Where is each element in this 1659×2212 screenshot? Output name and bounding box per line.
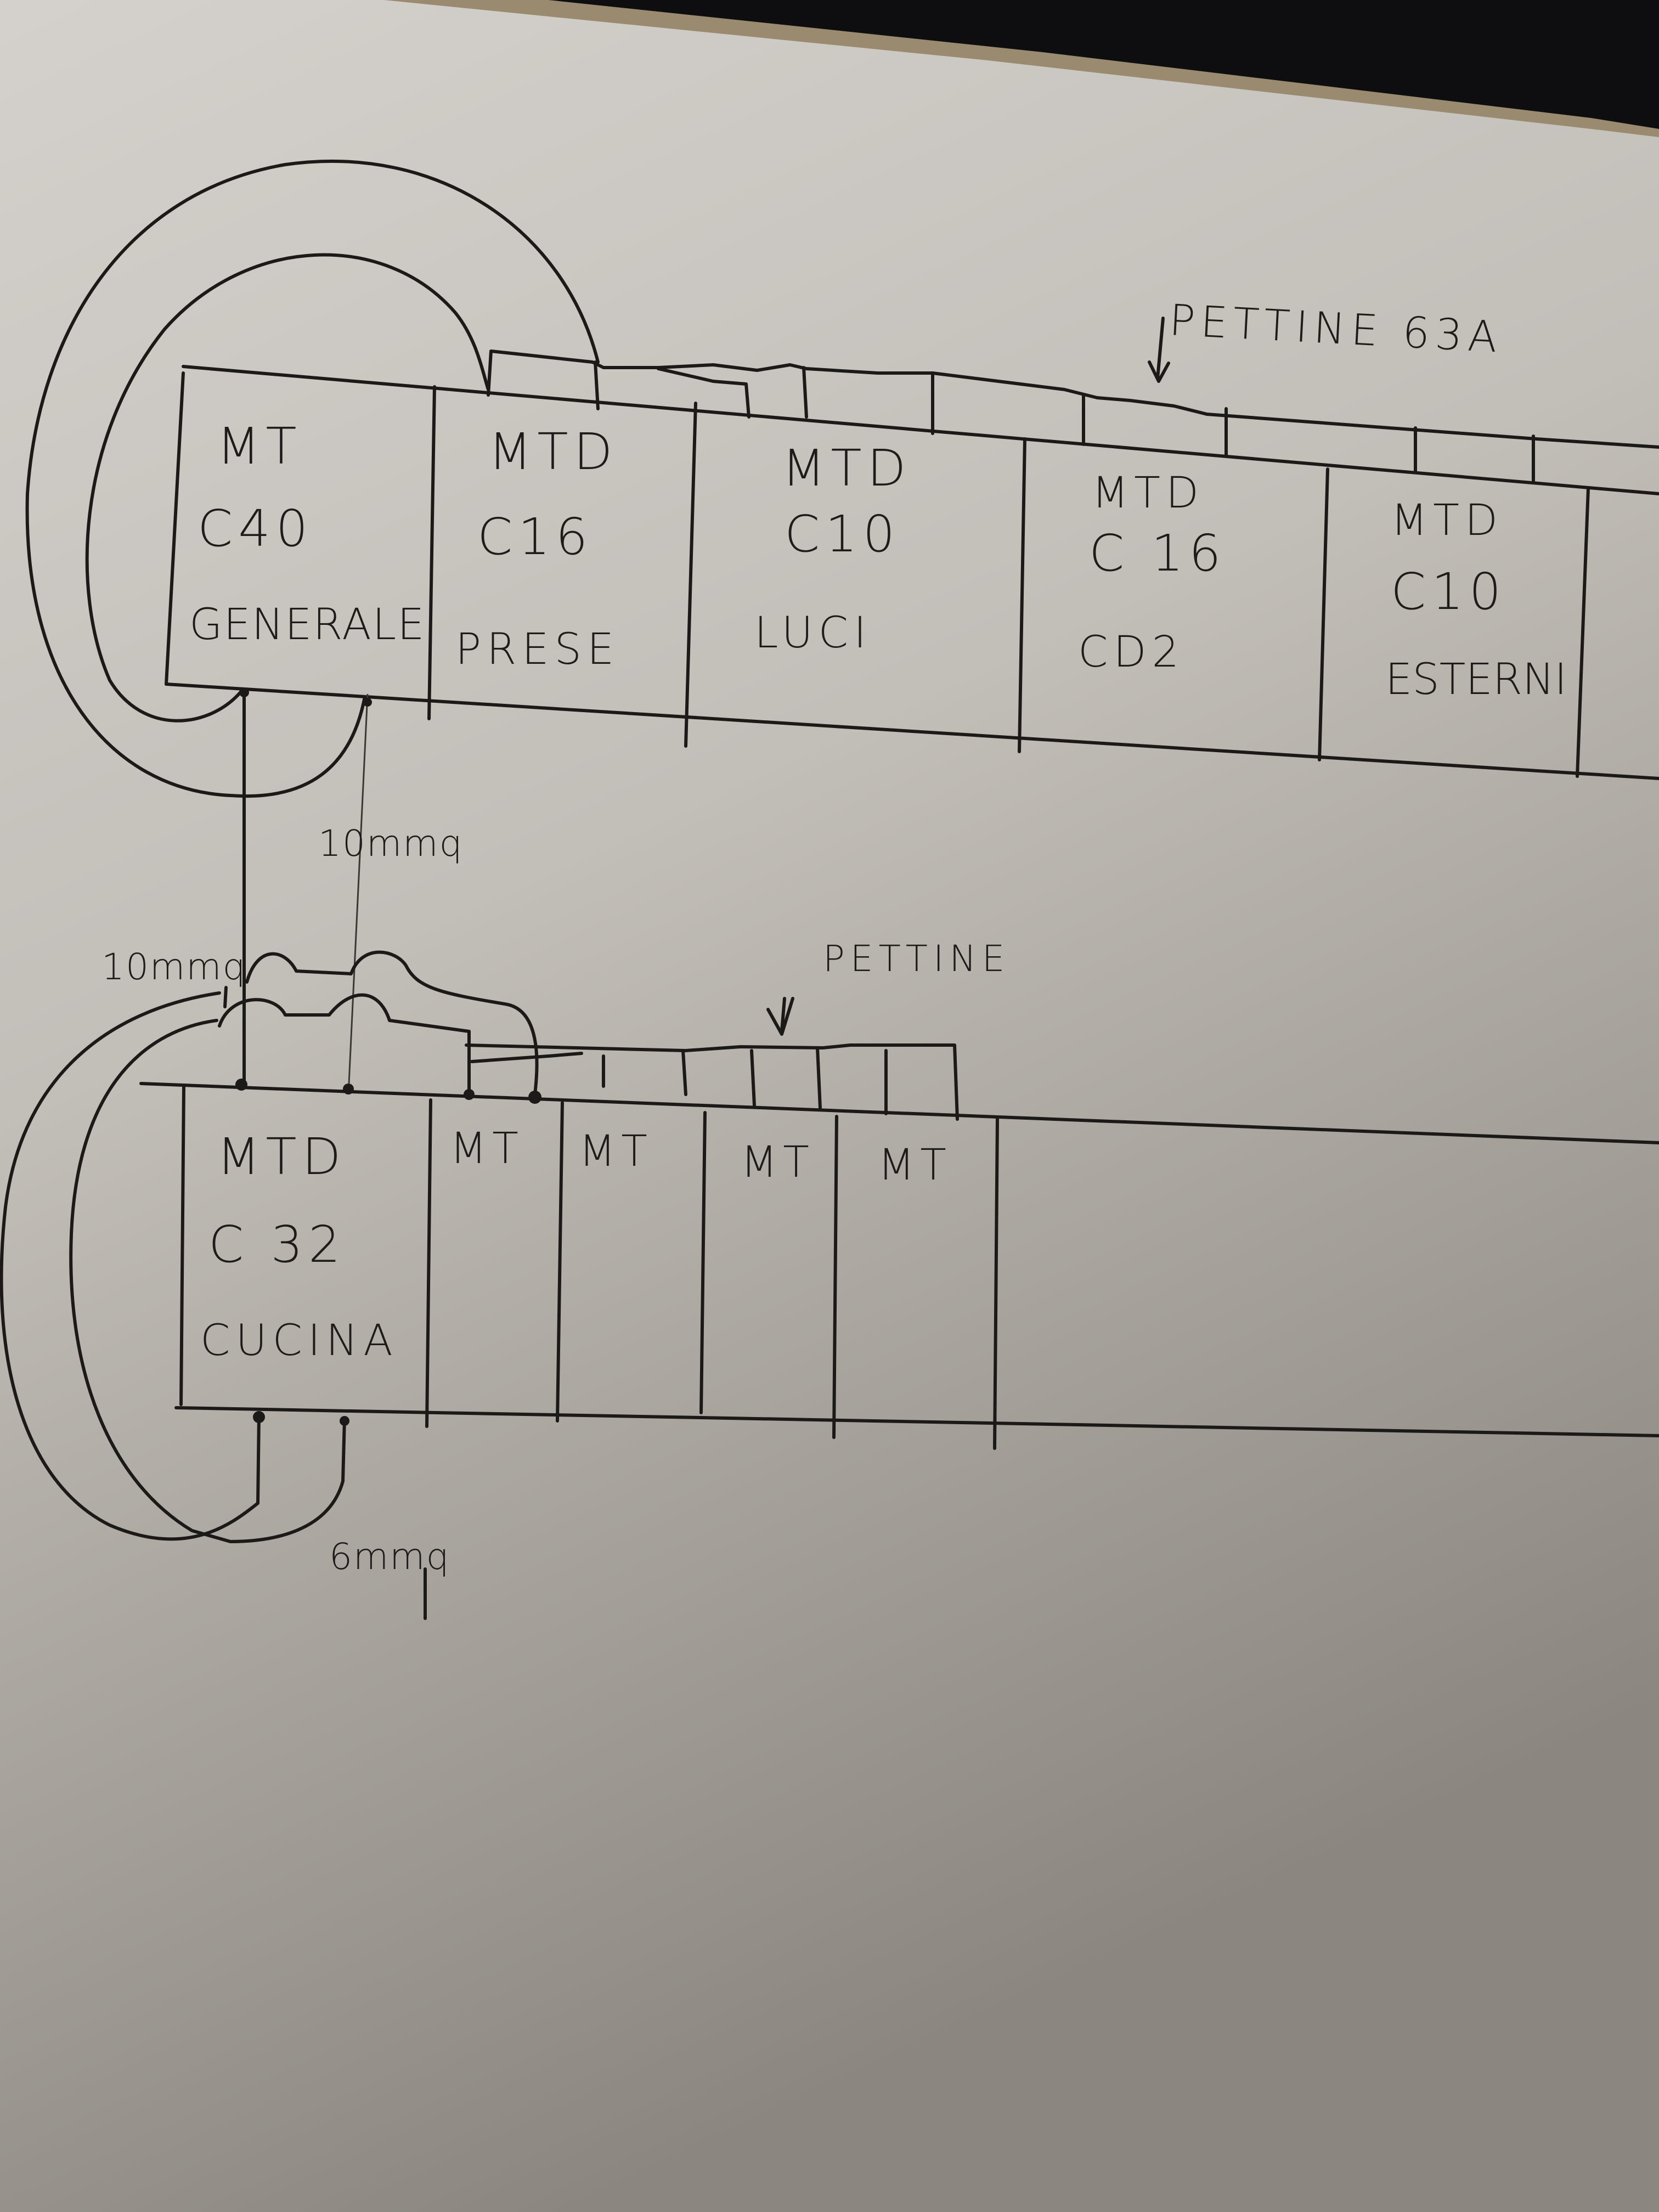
svg-text:C 32: C 32 — [208, 1215, 346, 1274]
top-module-3: MTD C10 LUCI — [754, 439, 911, 658]
svg-text:GENERALE: GENERALE — [189, 600, 426, 650]
bottom-module-4: MT — [741, 1138, 815, 1187]
bottom-module-3: MT — [579, 1127, 653, 1176]
svg-text:CD2: CD2 — [1078, 628, 1184, 677]
svg-text:C40: C40 — [198, 499, 313, 558]
svg-text:PRESE: PRESE — [455, 625, 619, 674]
svg-text:CUCINA: CUCINA — [200, 1316, 398, 1365]
svg-text:LUCI: LUCI — [754, 608, 872, 658]
dark-background-corner — [549, 0, 1659, 129]
bottom-module-5: MT — [878, 1141, 952, 1190]
bottom-busbar-label: PETTINE — [823, 938, 1011, 980]
wire-label-feed-left: 10mmq — [101, 946, 246, 988]
svg-text:C16: C16 — [477, 507, 593, 566]
svg-text:MTD: MTD — [782, 439, 911, 498]
top-module-1: MT C40 GENERALE — [189, 417, 426, 650]
top-module-4: MTD C 16 CD2 — [1078, 469, 1227, 677]
svg-text:MTD: MTD — [1391, 496, 1503, 545]
top-busbar-pettine-63a — [487, 317, 1659, 484]
top-panel — [165, 365, 1659, 780]
bottom-module-2: MT — [450, 1124, 524, 1173]
svg-text:MTD: MTD — [217, 1127, 346, 1186]
bottom-module-1: MTD C 32 CUCINA — [200, 1127, 398, 1365]
svg-text:ESTERNI: ESTERNI — [1385, 655, 1567, 704]
svg-text:C10: C10 — [785, 505, 900, 563]
svg-text:C10: C10 — [1391, 562, 1506, 621]
top-module-5: MTD C10 ESTERNI — [1385, 496, 1567, 704]
svg-text:MT: MT — [217, 417, 302, 476]
top-jumper-wires — [25, 159, 600, 798]
svg-text:MTD: MTD — [488, 422, 618, 481]
top-module-2: MTD C16 PRESE — [455, 422, 619, 674]
bottom-panel — [139, 1079, 1659, 1450]
bottom-jumper-wires — [0, 950, 539, 1620]
svg-text:MTD: MTD — [1092, 469, 1204, 518]
wire-label-kitchen-loop: 6mmq — [329, 1536, 450, 1578]
wire-label-feed-right: 10mmq — [318, 822, 463, 865]
bottom-busbar-pettine — [465, 997, 959, 1121]
svg-text:C 16: C 16 — [1089, 524, 1227, 583]
feeder-wires — [239, 687, 372, 1085]
